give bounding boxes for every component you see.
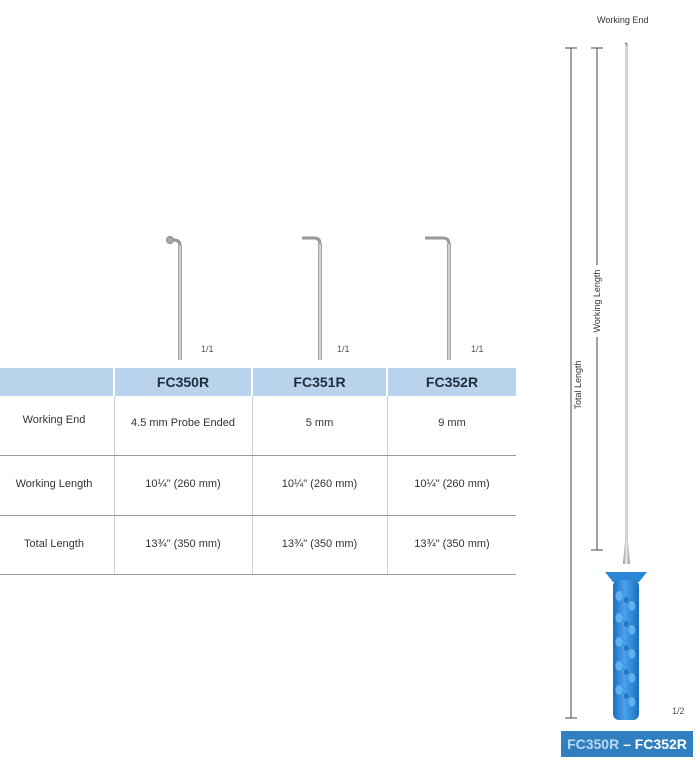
table-cell: 9 mm: [438, 417, 466, 429]
column-header-fc350r: FC350R: [156, 374, 210, 390]
instrument-illustration: [565, 42, 647, 720]
table-cell: 13¾" (350 mm): [414, 538, 490, 550]
table-cell: 10¼" (260 mm): [145, 478, 221, 490]
row-label: Working End: [22, 414, 86, 426]
caption-start-code: FC350R: [567, 736, 620, 752]
instrument-scale: 1/2: [672, 706, 685, 716]
tip-illustration-fc351r: [302, 236, 322, 360]
product-range-caption: FC350R – FC352R: [561, 731, 693, 757]
row-divider: [0, 515, 516, 516]
row-divider: [0, 455, 516, 456]
table-cell: 10¼" (260 mm): [414, 478, 490, 490]
table-row-total-length: Total Length 13¾" (350 mm) 13¾" (350 mm)…: [0, 516, 516, 576]
row-label: Total Length: [24, 538, 84, 550]
table-row-working-end: Working End 4.5 mm Probe Ended 5 mm 9 mm: [0, 396, 516, 456]
caption-separator: –: [619, 736, 635, 752]
table-cell: 13¾" (350 mm): [281, 538, 358, 550]
column-header-fc351r: FC351R: [293, 374, 346, 390]
working-length-label: Working Length: [592, 265, 602, 337]
tip-illustration-fc352r: [425, 236, 451, 360]
table-cell: 4.5 mm Probe Ended: [131, 417, 235, 429]
table-cell: 10¼" (260 mm): [281, 478, 358, 490]
tip-scale-fc351r: 1/1: [337, 344, 350, 354]
tip-scale-fc350r: 1/1: [201, 344, 214, 354]
column-header-fc352r: FC352R: [425, 374, 479, 390]
working-end-label: Working End: [597, 15, 649, 25]
row-divider: [0, 574, 516, 575]
total-length-label: Total Length: [573, 355, 583, 415]
tip-illustration-fc350r: [166, 236, 182, 360]
table-cell: 13¾" (350 mm): [145, 538, 221, 550]
caption-end-code: FC352R: [634, 736, 687, 752]
table-cell: 5 mm: [305, 417, 334, 429]
table-row-working-length: Working Length 10¼" (260 mm) 10¼" (260 m…: [0, 456, 516, 516]
table-header-row: FC350R FC351R FC352R: [0, 368, 516, 396]
tip-scale-fc352r: 1/1: [471, 344, 484, 354]
row-label: Working Length: [15, 478, 93, 490]
